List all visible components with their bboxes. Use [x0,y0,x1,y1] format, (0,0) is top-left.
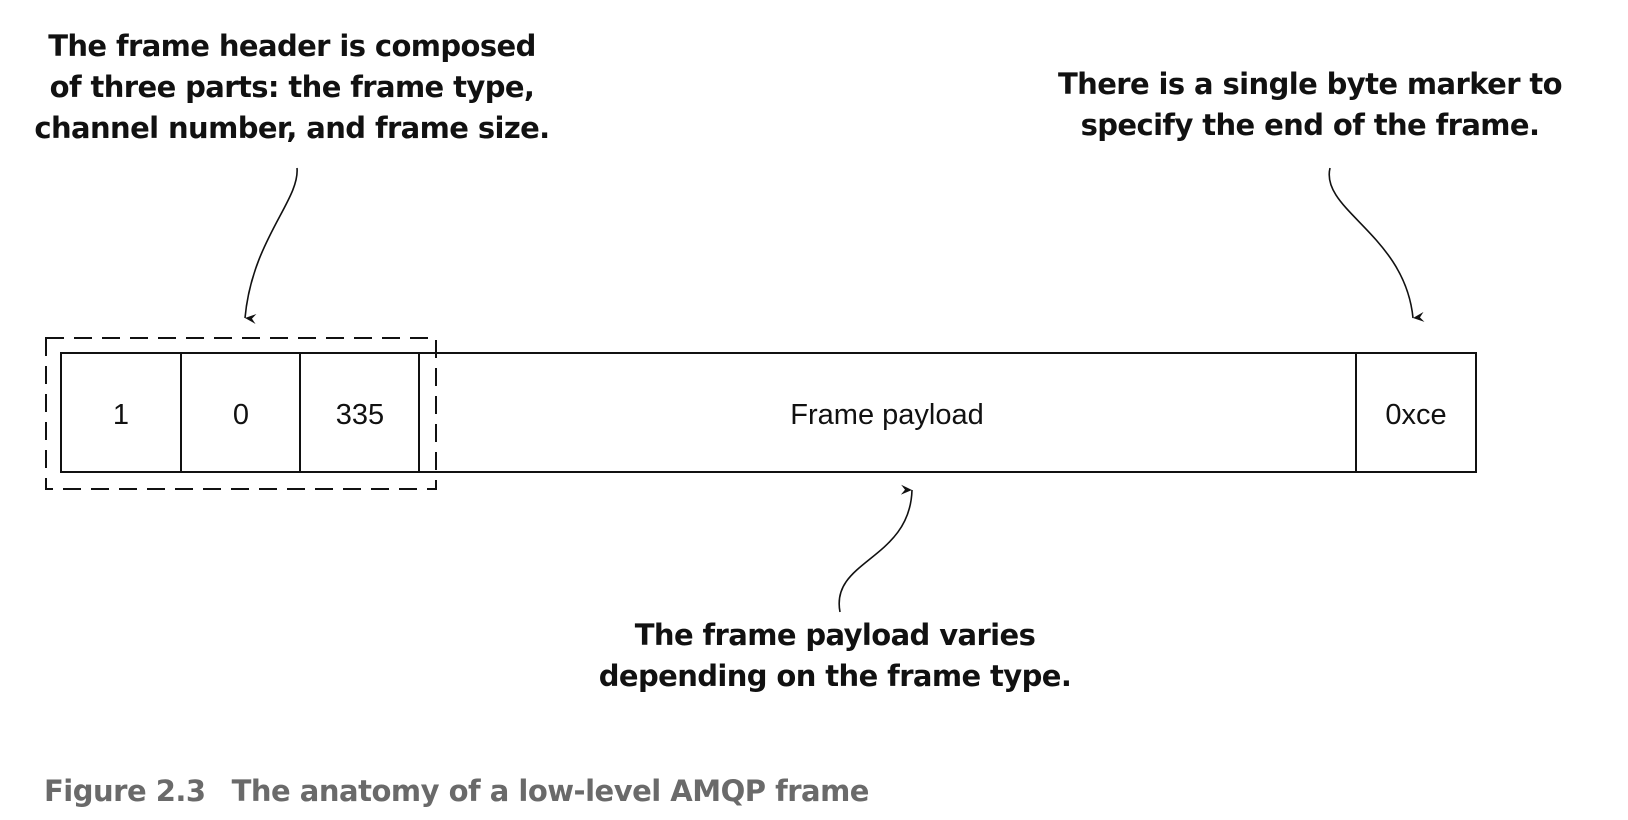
payload-callout-line: The frame payload varies [634,618,1036,652]
payload-callout-arrow [838,484,913,613]
frame-type-cell: 1 [113,399,129,431]
channel-number-cell: 0 [233,399,249,431]
header-callout-line: of three parts: the frame type, [49,70,535,104]
frame-box [60,352,1477,473]
frame-end-marker-cell: 0xce [1385,399,1446,431]
end-marker-callout-arrow [1328,167,1425,322]
header-callout-line: The frame header is composed [48,29,536,63]
end-marker-callout-line: specify the end of the frame. [1080,108,1540,142]
figure-label: Figure 2.3 [44,774,206,808]
payload-callout: The frame payload varies depending on th… [555,615,1115,697]
header-callout: The frame header is composed of three pa… [22,26,562,149]
frame-size-cell: 335 [336,399,384,431]
payload-callout-line: depending on the frame type. [598,659,1072,693]
header-callout-arrow [244,167,298,324]
header-callout-line: channel number, and frame size. [34,111,550,145]
figure-title: The anatomy of a low-level AMQP frame [231,774,870,808]
figure-caption: Figure 2.3 The anatomy of a low-level AMQ… [44,774,869,808]
end-marker-callout: There is a single byte marker to specify… [1040,64,1580,146]
frame-payload-cell: Frame payload [790,399,983,431]
end-marker-callout-line: There is a single byte marker to [1058,67,1563,101]
frame-header-group-box [45,337,437,490]
